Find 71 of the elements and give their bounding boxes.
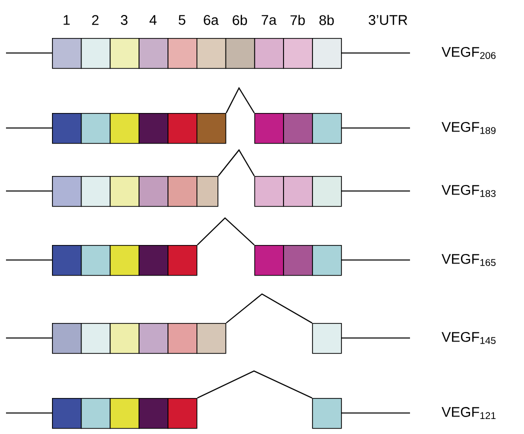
- exon-box: [80, 398, 111, 429]
- isoform-label: VEGF$_{189}$: [442, 122, 496, 134]
- exon-box: [283, 176, 313, 207]
- exon-number: 6a: [204, 15, 219, 25]
- exon-box: [283, 113, 313, 144]
- isoform-label: VEGF$_{206}$: [442, 46, 496, 59]
- exon-box: [52, 38, 82, 69]
- exon-box: [80, 38, 111, 69]
- exon-box: [110, 38, 140, 69]
- exon-number: 7a: [262, 15, 277, 25]
- exon-number: 6b: [232, 14, 247, 26]
- exon-number: 2: [92, 15, 98, 25]
- exon-box: [254, 113, 284, 144]
- exon-box: [283, 38, 313, 69]
- exon-box: [138, 398, 168, 429]
- exon-box: [110, 113, 140, 144]
- exon-box: [312, 176, 342, 207]
- exon-box: [312, 38, 342, 69]
- splice-line: [197, 370, 312, 398]
- exon-box: [312, 323, 342, 354]
- exon-box: [80, 113, 111, 144]
- exon-box: [52, 323, 82, 354]
- exon-box: [52, 245, 82, 276]
- exon-box: [225, 38, 256, 69]
- exon-box: [110, 323, 140, 354]
- exon-number: 3: [120, 15, 128, 25]
- exon-box: [254, 38, 284, 69]
- exon-box: [138, 38, 168, 69]
- exon-box: [168, 323, 198, 354]
- exon-box: [312, 245, 342, 276]
- exon-box: [138, 113, 168, 144]
- exon-box: [168, 38, 198, 69]
- utr-label: 3’UTR: [368, 15, 408, 25]
- exon-number: 7b: [290, 14, 305, 26]
- exon-number: 4: [150, 15, 157, 25]
- exon-box: [80, 176, 111, 207]
- exon-box: [312, 398, 342, 429]
- splice-line: [218, 149, 255, 176]
- exon-box: [312, 113, 342, 144]
- isoform-label: VEGF$_{145}$: [442, 332, 496, 344]
- exon-box: [52, 176, 82, 207]
- exon-box: [52, 113, 82, 144]
- isoform-label: VEGF$_{165}$: [442, 254, 496, 266]
- exon-box: [110, 398, 140, 429]
- exon-box: [196, 113, 226, 144]
- splice-line: [226, 293, 312, 324]
- splice-line: [196, 217, 255, 246]
- exon-box: [196, 38, 226, 69]
- exon-box: [196, 176, 218, 207]
- exon-box: [254, 245, 284, 276]
- exon-box: [168, 176, 198, 207]
- exon-box: [283, 245, 313, 276]
- exon-number: 1: [64, 15, 70, 25]
- exon-box: [168, 398, 198, 429]
- exon-box: [254, 176, 284, 207]
- exon-box: [168, 113, 198, 144]
- isoform-label: VEGF$_{121}$: [442, 407, 496, 419]
- exon-number: 8b: [319, 14, 334, 26]
- exon-box: [110, 176, 140, 207]
- exon-box: [80, 323, 111, 354]
- exon-number: 5: [178, 15, 186, 25]
- exon-box: [138, 323, 168, 354]
- exon-box: [138, 176, 168, 207]
- exon-box: [52, 398, 82, 429]
- exon-box: [80, 245, 111, 276]
- exon-box: [138, 245, 168, 276]
- splice-line: [226, 86, 255, 114]
- isoform-label: VEGF$_{183}$: [442, 184, 496, 197]
- exon-box: [168, 245, 198, 276]
- exon-box: [196, 323, 226, 354]
- exon-box: [110, 245, 140, 276]
